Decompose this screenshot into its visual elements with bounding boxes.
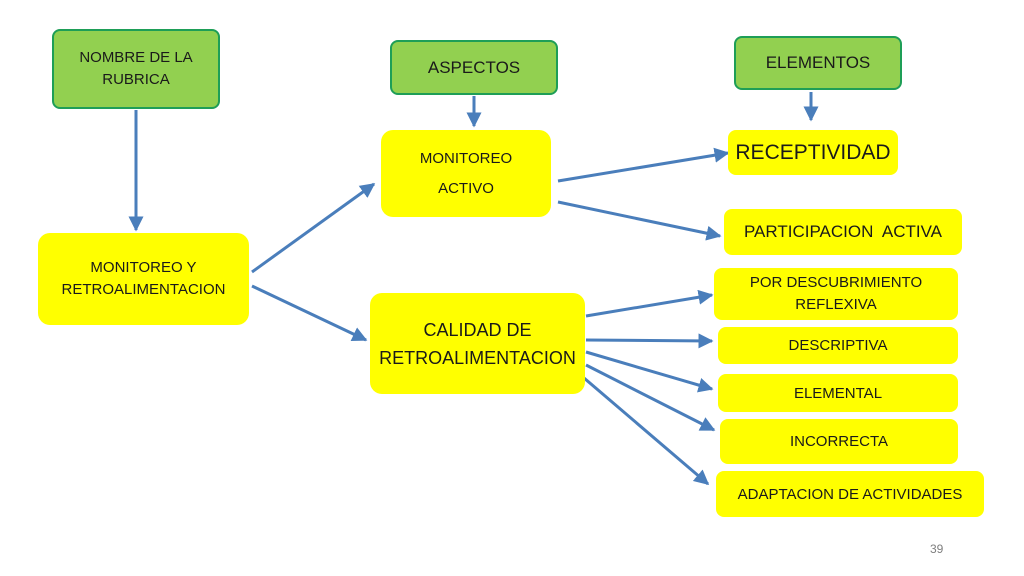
node-root: MONITOREO Y RETROALIMENTACION [38,233,249,325]
header-aspects-label: ASPECTOS [427,57,521,77]
node-active-monitoring-label: MONITOREO ACTIVO [419,149,513,197]
node-elemental: ELEMENTAL [718,374,958,412]
node-active-participation-label: PARTICIPACION ACTIVA [743,222,943,241]
arrow-quality-to-adaptation [583,376,710,486]
node-feedback-quality: CALIDAD DE RETROALIMENTACION [370,293,585,394]
arrow-monitoring-to-participation [557,200,722,241]
node-descriptive: DESCRIPTIVA [718,327,958,364]
node-incorrect-label: INCORRECTA [789,433,889,450]
arrow-quality-to-descriptive [585,333,714,349]
node-adaptation: ADAPTACION DE ACTIVIDADES [716,471,984,517]
node-discovery: POR DESCUBRIMIENTO REFLEXIVA [714,268,958,320]
node-feedback-quality-label: CALIDAD DE RETROALIMENTACION [379,319,576,368]
node-receptivity-label: RECEPTIVIDAD [735,140,891,164]
header-rubric-name-label: NOMBRE DE LA RUBRICA [79,49,193,88]
arrow-monitoring-to-receptivity [557,147,730,183]
node-active-participation: PARTICIPACION ACTIVA [724,209,962,255]
arrow-quality-to-discovery [585,289,714,318]
header-aspects: ASPECTOS [390,40,558,95]
arrow-quality-to-incorrect [585,363,716,432]
node-adaptation-label: ADAPTACION DE ACTIVIDADES [737,485,963,503]
node-descriptive-label: DESCRIPTIVA [788,337,888,354]
arrow-quality-to-elemental [585,350,714,393]
node-root-label: MONITOREO Y RETROALIMENTACION [61,259,226,298]
node-active-monitoring: MONITOREO ACTIVO [381,130,551,217]
arrow-root-to-monitoring [251,182,376,274]
header-elements: ELEMENTOS [734,36,902,90]
node-discovery-label: POR DESCUBRIMIENTO REFLEXIVA [749,274,923,313]
node-elemental-label: ELEMENTAL [793,384,883,402]
header-rubric-name: NOMBRE DE LA RUBRICA [52,29,220,109]
header-elements-label: ELEMENTOS [765,53,871,72]
node-incorrect: INCORRECTA [720,419,958,464]
node-receptivity: RECEPTIVIDAD [728,130,898,175]
page-number: 39 [930,542,944,556]
arrow-root-to-quality [251,284,368,342]
